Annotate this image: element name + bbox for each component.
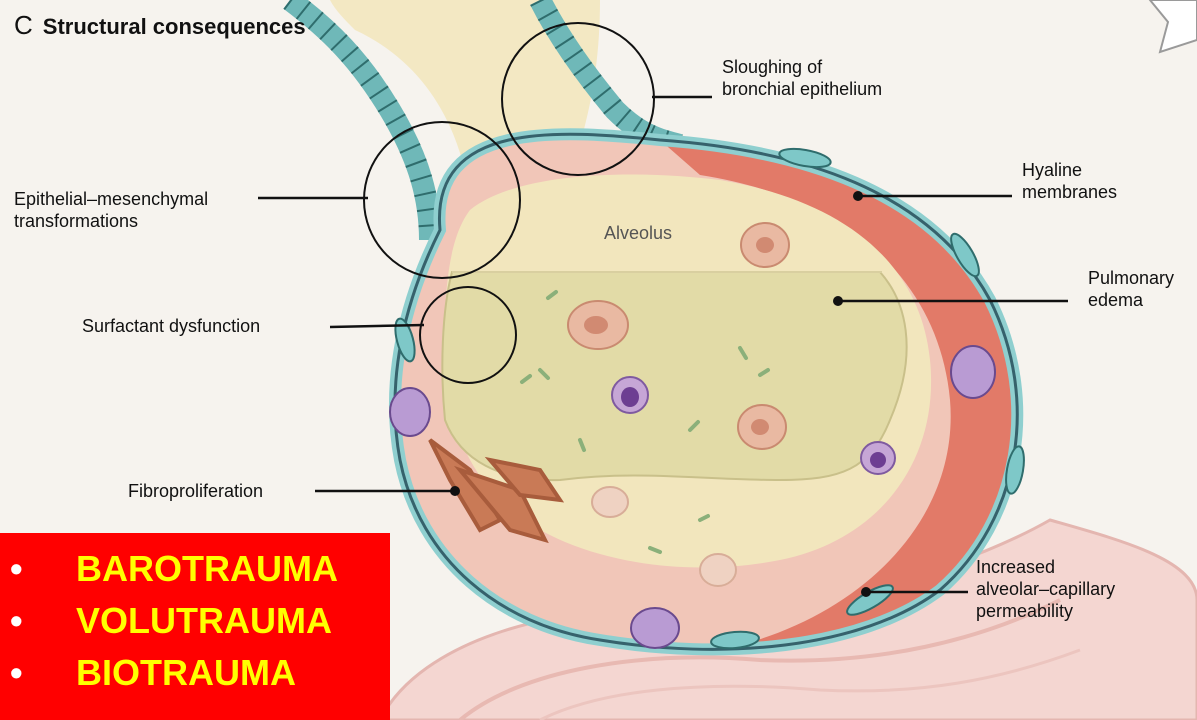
label-alveolus: Alveolus [604,222,672,244]
label-permeability-line1: Increased [976,556,1115,578]
figure-panel-letter: C [14,10,33,40]
leader-permeability-dot [861,587,871,597]
label-emt-line1: Epithelial–mesenchymal [14,188,208,210]
label-sloughing-line2: bronchial epithelium [722,78,882,100]
bullet-icon: • [0,543,76,595]
label-permeability-line3: permeability [976,600,1115,622]
label-hyaline-line2: membranes [1022,181,1117,203]
figure-title: C Structural consequences [14,10,306,41]
label-emt: Epithelial–mesenchymal transformations [14,188,208,232]
trauma-item: •BAROTRAUMA [0,543,338,595]
trauma-item-text: BAROTRAUMA [76,548,338,589]
figure-title-text: Structural consequences [43,14,306,39]
label-hyaline-line1: Hyaline [1022,159,1117,181]
label-permeability: Increased alveolar–capillary permeabilit… [976,556,1115,622]
label-edema: Pulmonary edema [1088,267,1174,311]
label-sloughing: Sloughing of bronchial epithelium [722,56,882,100]
trauma-item-text: BIOTRAUMA [76,652,296,693]
trauma-item-text: VOLUTRAUMA [76,600,332,641]
trauma-box: •BAROTRAUMA •VOLUTRAUMA •BIOTRAUMA [0,533,390,720]
label-fibroproliferation: Fibroproliferation [128,480,263,502]
bullet-icon: • [0,647,76,699]
trauma-item: •BIOTRAUMA [0,647,338,699]
trauma-item: •VOLUTRAUMA [0,595,338,647]
leader-edema-dot [833,296,843,306]
label-permeability-line2: alveolar–capillary [976,578,1115,600]
label-emt-line2: transformations [14,210,208,232]
arrow-shape-right [1150,0,1197,52]
leader-hyaline-dot [853,191,863,201]
label-edema-line1: Pulmonary [1088,267,1174,289]
label-hyaline: Hyaline membranes [1022,159,1117,203]
label-edema-line2: edema [1088,289,1174,311]
leader-fibro-dot [450,486,460,496]
bullet-icon: • [0,595,76,647]
trauma-list: •BAROTRAUMA •VOLUTRAUMA •BIOTRAUMA [0,543,338,699]
label-surfactant: Surfactant dysfunction [82,315,260,337]
label-sloughing-line1: Sloughing of [722,56,882,78]
